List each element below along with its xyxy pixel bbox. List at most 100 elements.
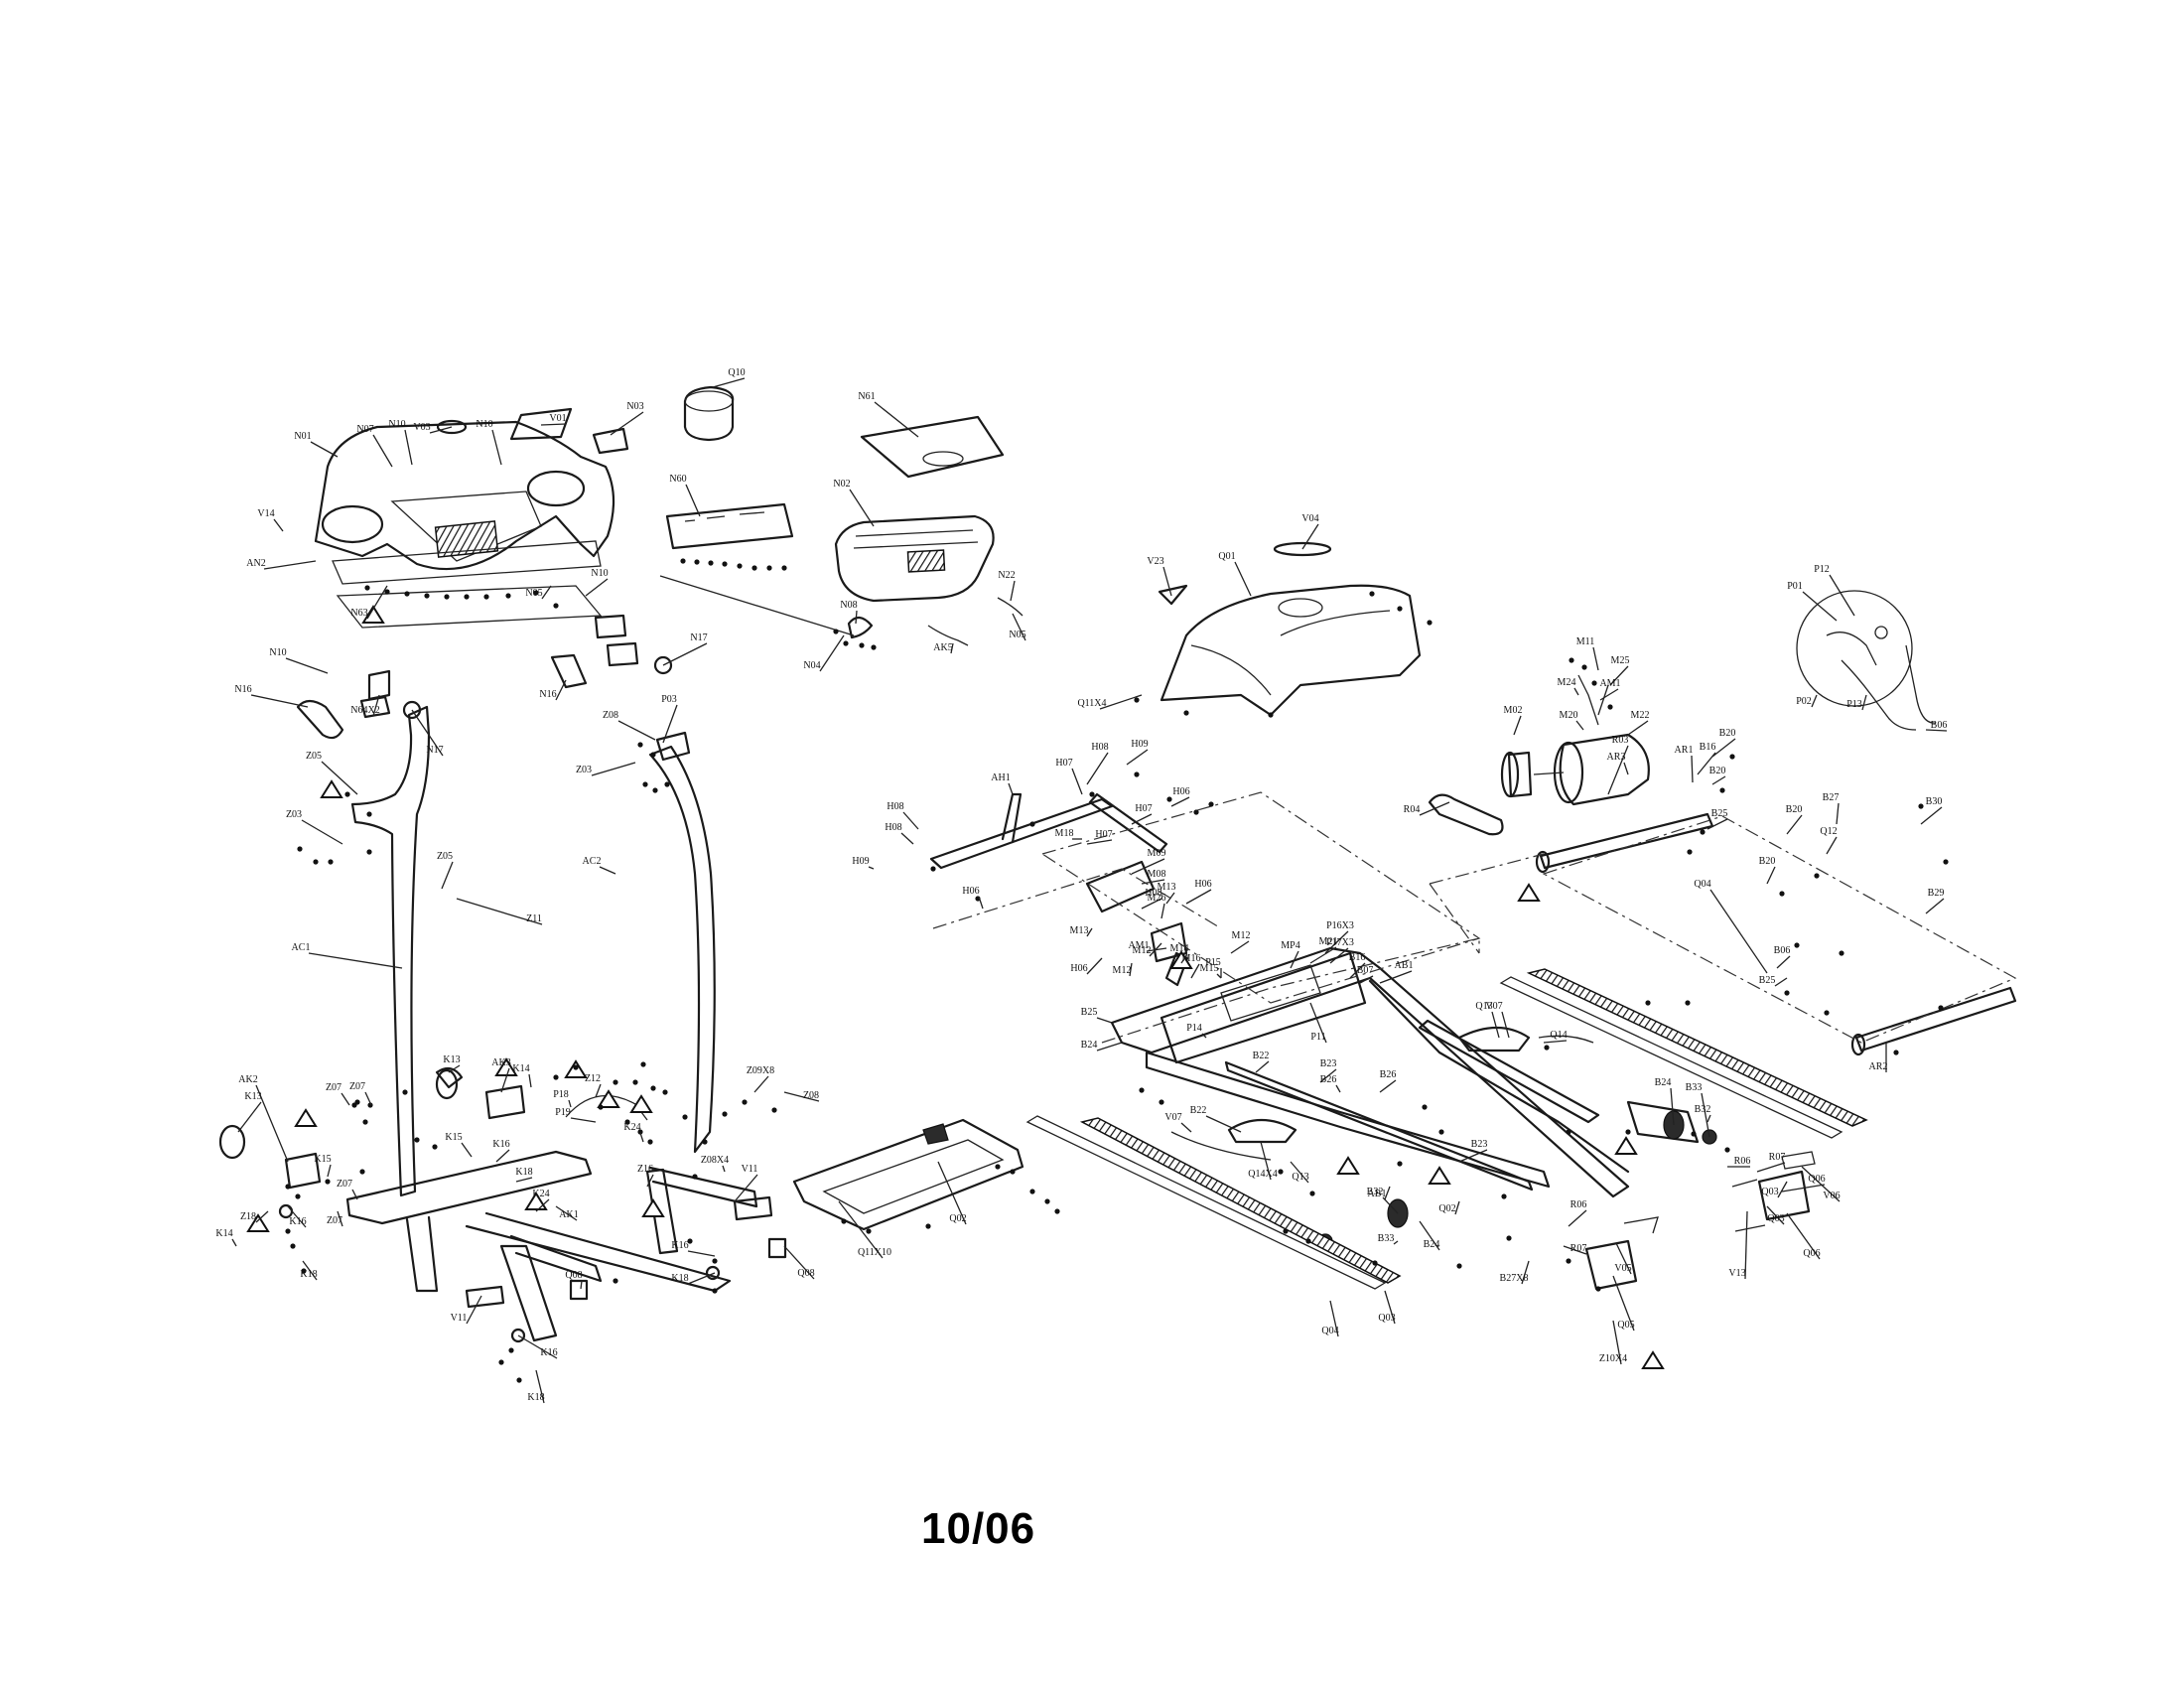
fastener-dot bbox=[1625, 1129, 1631, 1135]
part-callout-label: Q08 bbox=[797, 1268, 814, 1279]
part-callout-label: P18 bbox=[553, 1089, 569, 1100]
part-callout-label: P12 bbox=[1814, 564, 1830, 575]
part-callout-label: B06 bbox=[1774, 945, 1791, 956]
fastener-dot bbox=[1794, 942, 1800, 948]
leader-line bbox=[255, 1084, 289, 1163]
console-keypad-area bbox=[434, 520, 499, 558]
part-callout-label: B32 bbox=[1695, 1104, 1711, 1115]
control-board-n60 bbox=[665, 502, 794, 550]
fastener-dot bbox=[1607, 704, 1613, 710]
fasteners bbox=[285, 558, 1949, 1383]
fastener-dot bbox=[662, 1089, 668, 1095]
part-callout-label: B20 bbox=[1719, 728, 1736, 739]
leader-line bbox=[1776, 955, 1791, 969]
leader-line bbox=[1008, 782, 1014, 795]
warning-triangle-icon bbox=[1641, 1350, 1665, 1369]
leader-line bbox=[1691, 755, 1694, 783]
fastener-dot bbox=[1438, 1129, 1444, 1135]
leader-line bbox=[722, 1165, 726, 1173]
leader-line bbox=[1141, 879, 1165, 885]
fastener-dot bbox=[1938, 1005, 1944, 1011]
leader-line bbox=[570, 1117, 597, 1123]
leader-line bbox=[734, 1174, 758, 1202]
part-callout-label: B20 bbox=[1759, 856, 1776, 867]
part-callout-label: P14 bbox=[1186, 1023, 1202, 1034]
leader-line bbox=[1086, 957, 1103, 975]
fastener-dot bbox=[995, 1164, 1001, 1170]
fastener-dot bbox=[722, 1111, 728, 1117]
fastener-dot bbox=[1134, 772, 1140, 777]
part-callout-label: K18 bbox=[300, 1269, 317, 1280]
part-callout-label: AK5 bbox=[933, 642, 952, 653]
part-callout-label: M15 bbox=[1200, 963, 1219, 974]
part-callout-label: P03 bbox=[661, 694, 677, 705]
part-callout-label: M02 bbox=[1504, 705, 1523, 716]
display-console-n02 bbox=[834, 514, 995, 603]
leader-line bbox=[1623, 762, 1629, 775]
part-callout-label: N64X2 bbox=[350, 705, 379, 716]
leader-line bbox=[1543, 1040, 1568, 1044]
leader-line bbox=[237, 1101, 262, 1133]
fastener-dot bbox=[516, 1377, 522, 1383]
part-callout-label: M25 bbox=[1611, 655, 1630, 666]
decal-v06 bbox=[1781, 1151, 1816, 1170]
part-callout-label: B16 bbox=[1700, 742, 1716, 753]
part-callout-label: B25 bbox=[1081, 1007, 1098, 1018]
fastener-dot bbox=[508, 1347, 514, 1353]
leader-line bbox=[1349, 962, 1366, 979]
warning-triangle-icon bbox=[629, 1094, 653, 1113]
leader-line bbox=[466, 1295, 482, 1325]
leader-line bbox=[372, 694, 380, 717]
part-callout-label: Q13 bbox=[1292, 1172, 1308, 1183]
leader-line bbox=[900, 832, 914, 845]
leader-line bbox=[937, 1161, 967, 1225]
leader-line bbox=[1131, 858, 1165, 875]
leader-line bbox=[1711, 738, 1736, 758]
fastener-dot bbox=[1283, 1228, 1289, 1234]
leader-line bbox=[255, 1210, 269, 1223]
part-callout-label: K13 bbox=[244, 1091, 261, 1102]
fastener-dot bbox=[1397, 1161, 1403, 1167]
side-rail-trim-q03-rear bbox=[1499, 976, 1843, 1139]
leader-line bbox=[1319, 1068, 1337, 1083]
part-callout-label: M12 bbox=[1113, 965, 1132, 976]
fastener-dot bbox=[1010, 1169, 1016, 1175]
leader-line bbox=[1384, 1290, 1396, 1325]
leader-line bbox=[1290, 950, 1299, 969]
drive-motor-ar3 bbox=[1559, 733, 1650, 806]
part-callout-label: B06 bbox=[1931, 720, 1948, 731]
part-callout-label: AC2 bbox=[583, 856, 602, 867]
part-callout-label: Q04 bbox=[1694, 879, 1710, 890]
part-callout-label: AK1 bbox=[559, 1209, 578, 1220]
fastener-dot bbox=[285, 1228, 291, 1234]
revision-date: 10/06 bbox=[921, 1504, 1036, 1553]
part-callout-label: N02 bbox=[833, 479, 850, 490]
part-callout-label: Z09X8 bbox=[747, 1065, 774, 1076]
part-callout-label: N10 bbox=[269, 647, 286, 658]
fastener-dot bbox=[650, 752, 656, 758]
leader-line bbox=[1836, 802, 1840, 825]
part-callout-label: V23 bbox=[1147, 556, 1163, 567]
warning-triangle-icon bbox=[1428, 1166, 1451, 1185]
fastener-dot bbox=[297, 846, 303, 852]
leader-line bbox=[555, 679, 567, 701]
drive-belt-r04 bbox=[1428, 793, 1504, 836]
part-callout-label: Q03 bbox=[1761, 1187, 1778, 1197]
part-callout-label: M26 bbox=[1148, 893, 1166, 904]
leader-line bbox=[1697, 752, 1716, 775]
fastener-dot bbox=[1305, 1238, 1311, 1244]
part-callout-label: H08 bbox=[885, 822, 901, 833]
cushion-q13-front bbox=[1227, 1119, 1297, 1144]
leader-line bbox=[819, 634, 845, 672]
warning-triangle-icon bbox=[1336, 1156, 1360, 1175]
fastener-dot bbox=[737, 563, 743, 569]
decal-v03 bbox=[436, 419, 468, 435]
part-callout-label: Z08X4 bbox=[701, 1155, 729, 1166]
leader-line bbox=[1382, 1196, 1399, 1214]
warning-triangle-icon bbox=[641, 1198, 665, 1217]
fastener-dot bbox=[843, 640, 849, 646]
fastener-dot bbox=[285, 1184, 291, 1190]
part-callout-label: V01 bbox=[549, 413, 566, 424]
fastener-dot bbox=[624, 1119, 630, 1125]
